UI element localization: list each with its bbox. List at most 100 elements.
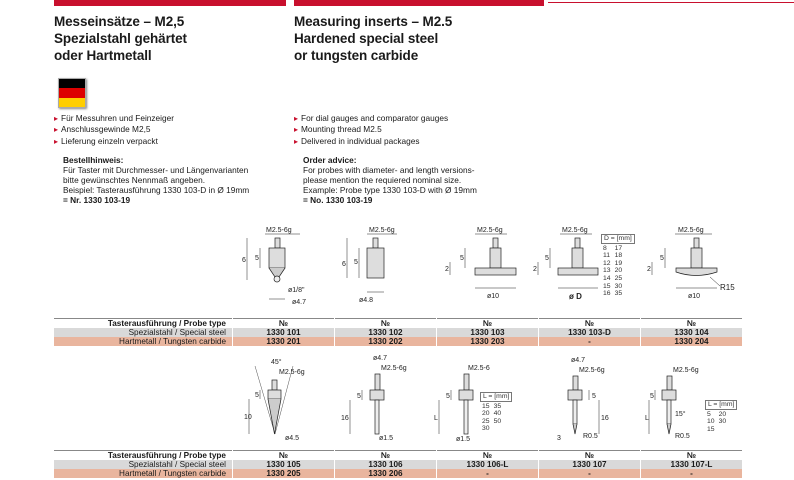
dim-tip: ø1.5	[379, 435, 393, 442]
part-number: -	[436, 469, 539, 478]
advice-line: bitte gewünschtes Nennmaß angeben.	[63, 175, 206, 185]
dim-h2: 16	[341, 415, 349, 422]
l-value: 30	[718, 418, 727, 426]
dim-body: ø4.7	[292, 299, 306, 306]
part-number: 1330 105	[232, 460, 335, 469]
dim-h2: 6	[342, 261, 346, 268]
drawing-1330-101: M2.5-6g 5 6 ø1/8" ø4.7	[242, 227, 306, 306]
advice-line: Example: Probe type 1330 103-D with Ø 19…	[303, 185, 477, 195]
dim-h1: 5	[650, 393, 654, 400]
drawing-1330-106: ø4.7 M2.5-6g 5 16 ø1.5	[341, 355, 407, 442]
bullet-item: For dial gauges and comparator gauges	[294, 113, 448, 124]
dim-tip-radius: R0.5	[675, 433, 690, 440]
bullet-list-de: Für Messuhren und Feinzeiger Anschlussge…	[54, 113, 174, 147]
drawing-1330-103: M2.5-6g 5 2 ø10	[445, 227, 517, 300]
dim-h2: L	[645, 415, 649, 422]
drawing-1330-103-D: M2.5-6g 5 2 ø D	[533, 227, 599, 301]
dim-h1: 5	[357, 393, 361, 400]
row-label-steel: Spezialstahl / Special steel	[54, 328, 233, 337]
part-number: 1330 204	[640, 337, 743, 346]
l-value: 10	[707, 418, 715, 426]
dim-body: ø D	[569, 292, 582, 301]
dim-h2: 16	[601, 415, 609, 422]
part-number: 1330 107	[538, 460, 641, 469]
part-number: -	[538, 469, 641, 478]
part-number: -	[640, 469, 743, 478]
l-value: 5	[707, 410, 711, 418]
dim-body: ø4.5	[285, 435, 299, 442]
advice-heading: Order advice:	[303, 155, 357, 165]
drawing-1330-107: ø4.7 M2.5-6g 5 16 3 R0.5	[557, 357, 609, 442]
dim-body: ø10	[688, 293, 700, 300]
l-value	[717, 426, 729, 434]
thread-label: M2.5-6g	[369, 227, 395, 234]
part-number: 1330 104	[640, 328, 743, 337]
row-label-carbide: Hartmetall / Tungsten carbide	[54, 469, 233, 478]
bullet-item: Lieferung einzeln verpackt	[54, 136, 174, 147]
title-en-line: Measuring inserts – M2.5	[294, 14, 453, 29]
dim-radius: R15	[720, 283, 735, 292]
dim-h1: 5	[446, 393, 450, 400]
dim-h2: 2	[445, 266, 449, 273]
dim-tip: ø1/8"	[288, 287, 305, 294]
bullet-item: Anschlussgewinde M2,5	[54, 124, 174, 135]
header-bar-en	[294, 0, 544, 6]
no-header: №	[334, 318, 437, 328]
d-value: 30	[614, 282, 623, 290]
l-value: 20	[482, 410, 490, 418]
l-value: 40	[493, 410, 502, 418]
l-value: 20	[718, 410, 727, 418]
d-value: 19	[614, 259, 623, 267]
thread-label: M2.5-6g	[279, 369, 305, 376]
thread-label: M2.5-6g	[381, 365, 407, 372]
drawing-1330-107-L: M2.5-6g 5 L 15° R0.5	[645, 367, 699, 440]
bullet-list-en: For dial gauges and comparator gauges Mo…	[294, 113, 448, 147]
thread-label: M2.5-6g	[477, 227, 503, 234]
dim-body: ø4.8	[359, 297, 373, 304]
probe-type-header: Tasterausführung / Probe type	[54, 318, 233, 328]
dim-tip: ø1.5	[456, 436, 470, 443]
no-header: №	[538, 318, 641, 328]
dim-top: ø4.7	[571, 357, 585, 364]
title-de: Messeinsätze – M2,5 Spezialstahl gehärte…	[54, 13, 187, 64]
title-de-line: oder Hartmetall	[54, 48, 152, 63]
advice-result: = Nr. 1330 103-19	[63, 195, 131, 205]
d-value: 15	[603, 282, 611, 290]
thread-label: M2.5-6g	[673, 367, 699, 374]
no-header: №	[232, 318, 335, 328]
part-number: 1330 106	[334, 460, 437, 469]
drawing-1330-105: 45° M2.5-6g 5 10 ø4.5	[244, 358, 305, 442]
probe-table-1: Tasterausführung / Probe type № № № № № …	[54, 318, 743, 346]
dim-tip: 3	[557, 435, 561, 442]
d-value: 18	[614, 252, 623, 260]
probe-type-header: Tasterausführung / Probe type	[54, 450, 233, 460]
dim-h1: 5	[660, 255, 664, 262]
no-header: №	[436, 318, 539, 328]
part-number: -	[538, 337, 641, 346]
dim-h2: 2	[647, 266, 651, 273]
thread-label: M2.5-6g	[562, 227, 588, 234]
d-value: 35	[614, 290, 623, 298]
no-header: №	[640, 318, 743, 328]
d-value: 14	[603, 274, 611, 282]
row-label-steel: Spezialstahl / Special steel	[54, 460, 233, 469]
advice-result: = No. 1330 103-19	[303, 195, 373, 205]
d-value: 8	[603, 244, 607, 252]
part-number: 1330 101	[232, 328, 335, 337]
dim-angle: 45°	[271, 358, 282, 366]
l-table-header: L = [mm]	[480, 392, 513, 402]
row-label-carbide: Hartmetall / Tungsten carbide	[54, 337, 233, 346]
l-value: 15	[482, 402, 490, 410]
order-advice-en: Order advice: For probes with diameter- …	[303, 155, 477, 205]
dim-h1: 5	[592, 393, 596, 400]
l-value: 15	[707, 425, 715, 433]
d-value: 25	[614, 274, 623, 282]
title-de-line: Spezialstahl gehärtet	[54, 31, 187, 46]
no-header: №	[334, 450, 437, 460]
d-value: 16	[603, 290, 611, 298]
l-value: 50	[493, 417, 502, 425]
no-header: №	[538, 450, 641, 460]
l-value: 25	[482, 417, 490, 425]
